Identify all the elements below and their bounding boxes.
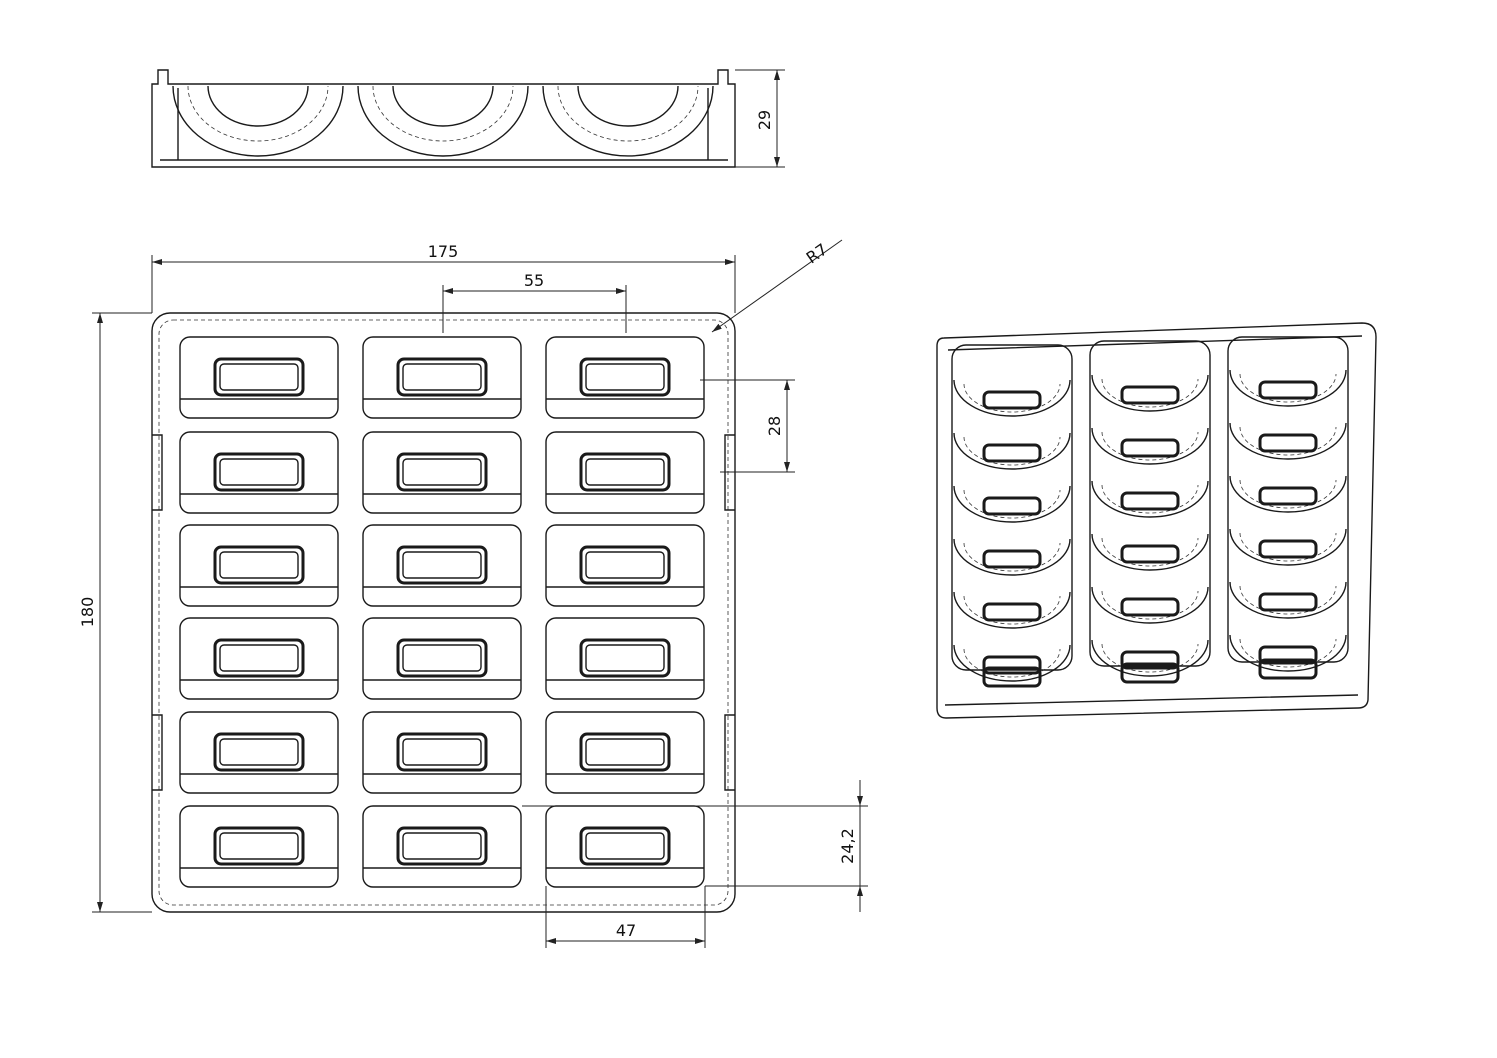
- iso-pocket: [1091, 639, 1209, 677]
- iso-pocket: [1229, 581, 1347, 619]
- dim-cell-width: 47: [616, 921, 636, 940]
- dim-pitch-y: 28: [765, 416, 784, 436]
- dim-overall-height: 29: [755, 110, 774, 130]
- tray-cell: [545, 805, 705, 888]
- iso-pocket: [953, 379, 1071, 417]
- iso-pocket: [953, 591, 1071, 629]
- dim-cell-height: 24,2: [838, 828, 857, 864]
- cell-slot: [579, 452, 671, 492]
- iso-end-slot: [1120, 662, 1180, 684]
- iso-pocket: [953, 432, 1071, 470]
- cell-slot: [579, 732, 671, 772]
- cell-slot: [396, 452, 488, 492]
- tray-cell: [179, 336, 339, 419]
- iso-column: [1227, 336, 1349, 663]
- cell-slot: [213, 732, 305, 772]
- cell-slot: [213, 545, 305, 585]
- cell-slot: [213, 638, 305, 678]
- tray-cell: [362, 711, 522, 794]
- cell-slot: [213, 826, 305, 866]
- iso-pocket: [1229, 475, 1347, 513]
- tray-cell: [362, 524, 522, 607]
- tray-cell: [545, 431, 705, 514]
- iso-end-slot: [1258, 658, 1318, 680]
- tray-cell: [362, 805, 522, 888]
- dim-overall-length: 180: [78, 597, 97, 628]
- pocket-profile: [357, 85, 529, 157]
- iso-pocket: [1091, 427, 1209, 465]
- iso-pocket: [953, 485, 1071, 523]
- cell-slot: [213, 452, 305, 492]
- side-view: 29: [151, 69, 785, 168]
- iso-pocket: [1229, 528, 1347, 566]
- tray-cell: [179, 524, 339, 607]
- iso-column: [1089, 340, 1211, 667]
- iso-pocket: [1091, 374, 1209, 412]
- iso-pocket: [1229, 369, 1347, 407]
- cell-slot: [396, 732, 488, 772]
- cell-slot: [579, 357, 671, 397]
- cell-slot: [396, 826, 488, 866]
- tray-cell: [545, 617, 705, 700]
- tray-cell: [362, 336, 522, 419]
- cell-slot: [579, 826, 671, 866]
- tray-cell: [179, 431, 339, 514]
- tray-cell: [179, 711, 339, 794]
- iso-pocket: [1091, 533, 1209, 571]
- iso-pocket: [953, 538, 1071, 576]
- tray-cell: [545, 711, 705, 794]
- iso-pocket: [1229, 634, 1347, 672]
- tray-cell: [362, 431, 522, 514]
- tray-cell: [362, 617, 522, 700]
- dim-overall-width: 175: [428, 242, 459, 261]
- cell-slot: [579, 545, 671, 585]
- pocket-profile: [172, 85, 344, 157]
- iso-pocket: [1229, 422, 1347, 460]
- cell-slot: [213, 357, 305, 397]
- tray-cell: [179, 805, 339, 888]
- tray-cell: [545, 336, 705, 419]
- top-view: 175 55 R7 28 180 24,2 47: [78, 239, 868, 948]
- iso-pocket: [953, 644, 1071, 682]
- tray-cell: [179, 617, 339, 700]
- pocket-profile: [542, 85, 714, 157]
- cell-slot: [396, 545, 488, 585]
- iso-column: [951, 344, 1073, 671]
- cell-slot: [579, 638, 671, 678]
- cell-slot: [396, 357, 488, 397]
- iso-pocket: [1091, 480, 1209, 518]
- tray-cell: [545, 524, 705, 607]
- dim-corner-radius: R7: [803, 240, 831, 268]
- isometric-view: [936, 322, 1377, 719]
- iso-pocket: [1091, 586, 1209, 624]
- dim-pitch-x: 55: [524, 271, 544, 290]
- iso-end-slot: [982, 666, 1042, 688]
- cell-slot: [396, 638, 488, 678]
